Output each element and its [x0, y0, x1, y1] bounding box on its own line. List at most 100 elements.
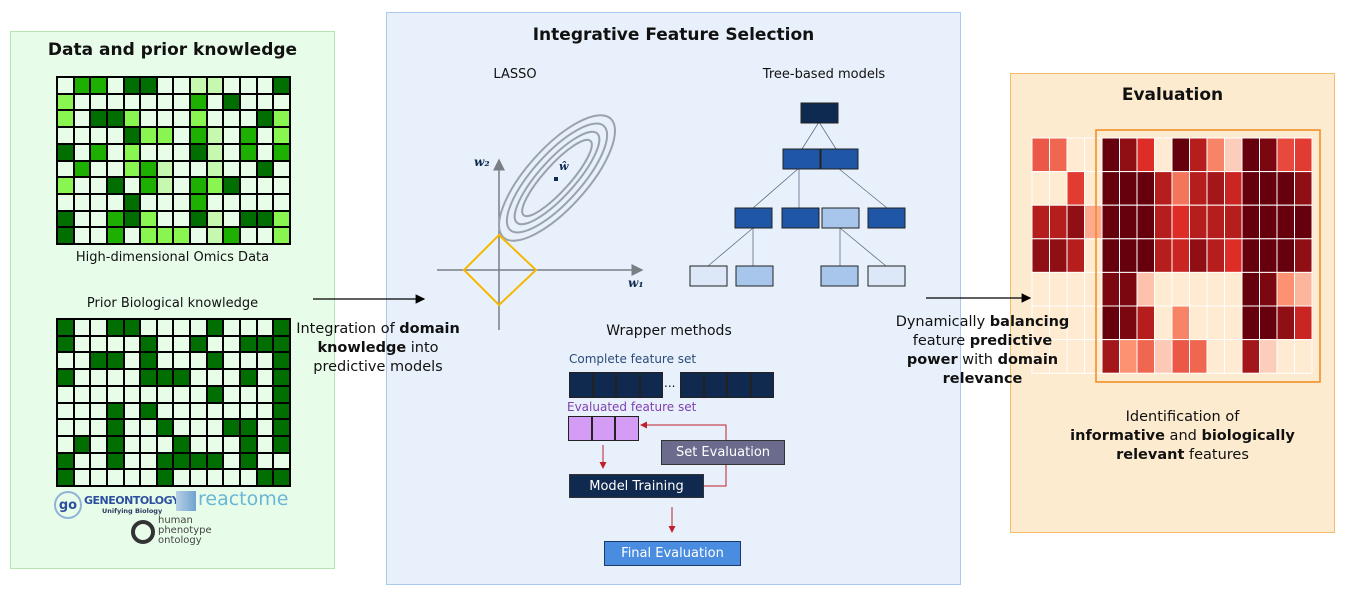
middle-panel-title: Integrative Feature Selection	[532, 25, 815, 45]
grid-cell	[156, 369, 174, 386]
grid-cell	[106, 419, 124, 436]
grid-cell	[240, 369, 257, 386]
grid-cell	[57, 419, 74, 436]
grid-cell	[106, 160, 124, 178]
grid-cell	[90, 160, 107, 178]
grid-cell	[140, 160, 157, 178]
gene-ontology-logo-icon: go	[54, 491, 82, 519]
heatmap-cell	[1276, 271, 1295, 307]
grid-cell	[106, 402, 124, 420]
grid-cell	[123, 469, 141, 486]
heatmap-cell	[1294, 171, 1313, 206]
heatmap-cell	[1084, 171, 1103, 206]
heatmap-cell	[1294, 137, 1313, 173]
heatmap-cell	[1276, 137, 1295, 173]
grid-cell	[156, 143, 174, 161]
grid-cell	[206, 402, 224, 420]
grid-cell	[256, 93, 274, 111]
balance-text-1b: balancing	[989, 314, 1070, 330]
gene-ontology-logo-text: GENEONTOLOGY	[84, 494, 180, 507]
heatmap-cell	[1171, 238, 1190, 273]
w1-label: w₁	[628, 276, 644, 290]
heatmap-cell	[1154, 271, 1173, 307]
heatmap-cell	[1206, 339, 1225, 374]
lasso-diamond	[462, 233, 538, 307]
grid-cell	[190, 160, 207, 178]
heatmap-highlight-box	[1095, 129, 1321, 383]
grid-cell	[240, 93, 257, 111]
heatmap-cell	[1206, 305, 1225, 341]
grid-cell	[206, 143, 224, 161]
heatmap-cell	[1084, 238, 1103, 273]
left-panel-title: Data and prior knowledge	[47, 40, 298, 60]
grid-cell	[190, 227, 207, 244]
grid-cell	[57, 110, 74, 128]
grid-cell	[123, 160, 141, 178]
heatmap-cell	[1189, 171, 1208, 206]
grid-cell	[240, 385, 257, 403]
heatmap-cell	[1084, 204, 1103, 240]
heatmap-cell	[1119, 171, 1138, 206]
hpo-logo-text: human phenotype ontology	[158, 515, 212, 546]
grid-cell	[190, 193, 207, 211]
heatmap-cell	[1241, 137, 1260, 173]
heatmap-cell	[1031, 238, 1050, 273]
grid-cell	[140, 193, 157, 211]
tree-node	[821, 207, 860, 229]
heatmap-cell	[1241, 204, 1260, 240]
grid-cell	[256, 193, 274, 211]
heatmap-cell	[1031, 271, 1050, 307]
grid-cell	[240, 469, 257, 486]
heatmap-cell	[1206, 171, 1225, 206]
grid-cell	[223, 127, 241, 144]
grid-cell	[240, 77, 257, 94]
grid-cell	[140, 210, 157, 228]
grid-cell	[106, 452, 124, 470]
grid-cell	[73, 77, 91, 94]
grid-cell	[223, 385, 241, 403]
grid-cell	[90, 193, 107, 211]
caption-end: features	[1184, 447, 1249, 463]
grid-cell	[190, 143, 207, 161]
heatmap-cell	[1154, 339, 1173, 374]
grid-cell	[156, 127, 174, 144]
grid-cell	[256, 452, 274, 470]
caption-mid: and	[1164, 428, 1202, 444]
grid-cell	[73, 335, 91, 353]
heatmap-cell	[1154, 238, 1173, 273]
heatmap-cell	[1206, 204, 1225, 240]
contour-ellipse	[521, 138, 593, 218]
grid-cell	[90, 93, 107, 111]
grid-cell	[123, 335, 141, 353]
grid-cell	[140, 402, 157, 420]
heatmap-cell	[1241, 171, 1260, 206]
grid-cell	[206, 469, 224, 486]
grid-cell	[90, 227, 107, 244]
grid-cell	[173, 385, 191, 403]
heatmap-cell	[1136, 271, 1155, 307]
lasso-label: LASSO	[493, 67, 537, 82]
grid-cell	[173, 160, 191, 178]
grid-cell	[57, 319, 74, 336]
grid-cell	[156, 402, 174, 420]
grid-cell	[73, 419, 91, 436]
grid-cell	[57, 352, 74, 370]
w2-label: w₂	[474, 155, 490, 169]
heatmap-cell	[1276, 171, 1295, 206]
grid-cell	[223, 352, 241, 370]
grid-cell	[57, 469, 74, 486]
grid-cell	[206, 210, 224, 228]
grid-cell	[256, 319, 274, 336]
grid-cell	[90, 210, 107, 228]
grid-cell	[106, 93, 124, 111]
grid-cell	[173, 452, 191, 470]
heatmap-cell	[1101, 137, 1120, 173]
grid-cell	[223, 319, 241, 336]
grid-cell	[90, 402, 107, 420]
heatmap-cell	[1154, 204, 1173, 240]
grid-cell	[90, 452, 107, 470]
heatmap-cell	[1084, 339, 1103, 374]
grid-cell	[273, 402, 290, 420]
balance-text-3b: with	[957, 352, 998, 368]
balance-text-1a: Dynamically	[895, 314, 990, 330]
